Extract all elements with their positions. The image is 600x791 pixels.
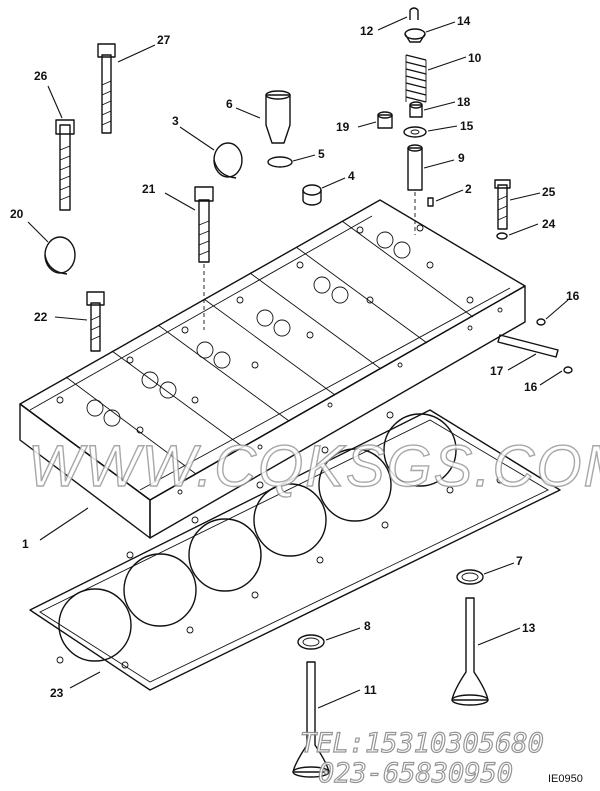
intake-valve-11 xyxy=(292,661,330,778)
callout-8: 8 xyxy=(364,619,371,633)
callout-27: 27 xyxy=(157,33,171,47)
plug-16-lower xyxy=(563,366,573,374)
callout-18: 18 xyxy=(457,95,471,109)
callout-20: 20 xyxy=(10,207,24,221)
callout-13: 13 xyxy=(522,621,536,635)
valve-guide-9 xyxy=(407,144,423,235)
dowel-pin-2 xyxy=(427,197,434,207)
callout-26: 26 xyxy=(34,69,48,83)
valve-seat-insert-7 xyxy=(456,569,484,585)
callout-16-lower: 16 xyxy=(524,380,538,394)
callout-9: 9 xyxy=(458,151,465,165)
callout-21: 21 xyxy=(142,182,156,196)
valve-spring-10 xyxy=(405,54,427,103)
callout-labels: 1 2 3 4 5 6 7 8 9 10 11 12 13 14 15 16 1… xyxy=(10,14,580,700)
cup-plug-3 xyxy=(213,142,243,179)
cup-plug-20 xyxy=(44,236,76,275)
head-bolt-21 xyxy=(194,186,214,330)
callout-16-upper: 16 xyxy=(566,289,580,303)
callout-15: 15 xyxy=(460,119,474,133)
spring-seat-15 xyxy=(403,126,427,138)
valve-seats xyxy=(86,231,411,427)
bolt-25 xyxy=(494,179,511,230)
head-bolt-27 xyxy=(97,43,116,134)
leader-lines xyxy=(27,16,569,709)
head-gasket xyxy=(29,409,561,691)
callout-17: 17 xyxy=(490,364,504,378)
callout-5: 5 xyxy=(318,147,325,161)
watermark-site: WWW.CQKSGS.COM xyxy=(28,434,600,499)
callout-11: 11 xyxy=(364,683,377,697)
seal-19 xyxy=(377,111,393,129)
callout-23: 23 xyxy=(50,686,64,700)
valve-stem-seal-18 xyxy=(409,101,423,118)
callout-4: 4 xyxy=(348,169,355,183)
watermark-phone: 023-65830950 xyxy=(318,758,513,789)
callout-25: 25 xyxy=(542,185,556,199)
spring-retainer-14 xyxy=(404,28,426,43)
gasket-holes xyxy=(56,411,504,669)
head-bolt-22 xyxy=(86,291,105,352)
callout-10: 10 xyxy=(468,51,482,65)
callout-7: 7 xyxy=(516,554,523,568)
plug-16-upper xyxy=(536,318,546,326)
callout-14: 14 xyxy=(457,14,471,28)
bolt-holes xyxy=(56,224,474,434)
plug-4 xyxy=(302,184,322,206)
callout-19: 19 xyxy=(336,120,350,134)
valve-seat-insert-8 xyxy=(297,634,325,650)
figure-code: IE0950 xyxy=(548,773,583,785)
washer-24 xyxy=(496,232,508,240)
watermark-tel: TEL:15310305680 xyxy=(300,728,544,759)
cylinder-head xyxy=(19,199,526,539)
callout-1: 1 xyxy=(22,537,29,551)
exhaust-valve-13 xyxy=(451,597,489,706)
callout-22: 22 xyxy=(34,310,48,324)
head-bolt-26 xyxy=(55,119,75,211)
callout-2: 2 xyxy=(465,182,472,196)
tube-17 xyxy=(497,334,559,358)
callout-24: 24 xyxy=(542,217,556,231)
callout-6: 6 xyxy=(226,97,233,111)
valve-collets-12 xyxy=(409,7,419,20)
o-ring-5 xyxy=(267,156,293,168)
callout-3: 3 xyxy=(172,114,179,128)
callout-12: 12 xyxy=(360,24,374,38)
injector-sleeve-6 xyxy=(265,90,291,144)
